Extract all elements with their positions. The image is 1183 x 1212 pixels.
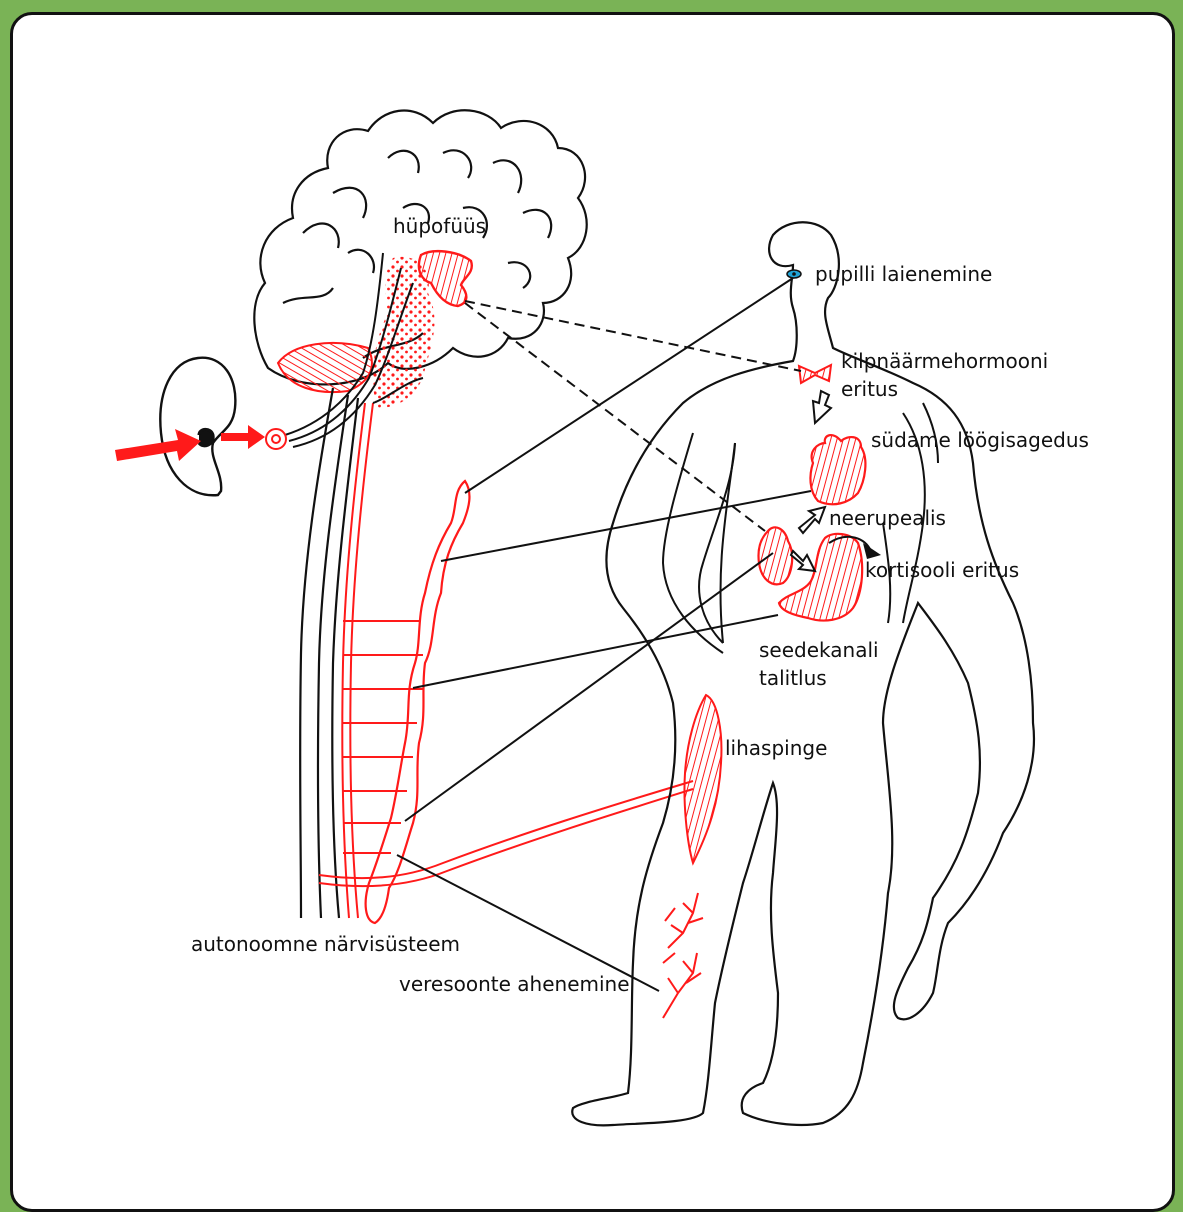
label-pupil: pupilli laienemine [815,262,992,286]
cerebellum [278,343,372,392]
thigh-muscle [684,695,721,863]
heart [810,435,865,504]
thyroid [799,365,831,383]
label-thyroid-line2: eritus [841,377,898,401]
red-arrow-icon [115,429,201,461]
diagram-panel: hüpofüüs pupilli laienemine kilpnäärmeho… [10,12,1175,1212]
stress-response-diagram: hüpofüüs pupilli laienemine kilpnäärmeho… [13,15,1175,1212]
sympathetic-chain [366,481,470,923]
label-digestion-line1: seedekanali [759,638,879,662]
label-thyroid-line1: kilpnäärmehormooni [841,349,1048,373]
pupil [787,270,801,278]
label-adrenal: neerupealis [829,506,946,530]
label-heart-rate: südame löögisagedus [871,428,1089,452]
label-digestion-line2: talitlus [759,666,827,690]
connector-lines [397,278,811,991]
label-autonomic: autonoomne närvisüsteem [191,932,460,956]
label-vasoconstriction: veresoonte ahenemine [399,972,630,996]
label-cortisol: kortisooli eritus [865,558,1019,582]
ear [160,358,235,496]
blood-vessels [663,893,703,1018]
label-muscle: lihaspinge [725,736,827,760]
hormone-paths [465,301,801,531]
label-hypophysis: hüpofüüs [393,214,486,238]
black-arrowhead-icon [863,543,881,559]
spinal-cord [300,388,358,918]
spinal-fibres [342,403,373,918]
cochlea-icon [266,429,286,449]
adrenal-gland [758,527,792,584]
